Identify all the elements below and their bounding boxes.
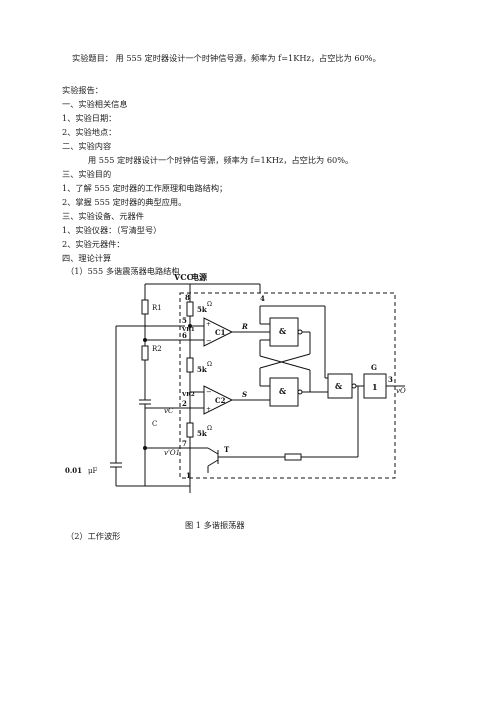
section-4-item-2: 2、实验元器件： [62, 239, 125, 249]
section-5-sub-2: （2）工作波形 [66, 531, 121, 541]
svg-text:2: 2 [182, 399, 187, 408]
figure-caption: 图 1 多谐振荡器 [185, 520, 245, 530]
section-2-text: 用 555 定时器设计一个时钟信号源，频率为 f=1KHz，占空比为 60%。 [88, 155, 354, 165]
vo-label: vO [396, 387, 406, 395]
comparator-c2 [203, 385, 234, 415]
svg-text:8: 8 [185, 293, 190, 302]
svg-text:−: − [206, 337, 212, 345]
vr1-label: VR1 [181, 327, 195, 333]
chip-boundary [179, 292, 396, 479]
cap-value-label: 0.01 [65, 466, 82, 475]
svg-text:−: − [206, 388, 212, 396]
multivibrator-circuit-diagram: VCC 电源 R1 R2 C 0.01 μF 8 5k Ω 5k Ω 5k Ω … [65, 272, 406, 493]
section-3-heading: 三、实验目的 [62, 169, 112, 179]
resistor-5k-2-label: 5k [197, 365, 207, 374]
svg-text:5: 5 [182, 316, 187, 325]
resistor-r2 [141, 345, 149, 361]
svg-text:6: 6 [182, 331, 187, 340]
vr2-label: VR2 [181, 392, 195, 398]
cap-unit-label: μF [88, 467, 98, 475]
resistor-5k-1-label: 5k [197, 305, 207, 314]
resistor-5k-3-label: 5k [197, 429, 207, 438]
svg-text:+: + [206, 406, 211, 413]
section-4-heading: 三、实验设备、元器件 [62, 211, 144, 221]
t-label: T [224, 445, 230, 454]
section-1-item-2: 2、实验地点： [62, 127, 117, 137]
svg-text:&: & [279, 326, 287, 336]
vcc-label: VCC [173, 272, 193, 282]
experiment-title: 实验题目： 用 555 定时器设计一个时钟信号源，频率为 f=1KHz，占空比为… [72, 53, 381, 63]
section-1-item-1: 1、实验日期： [62, 113, 117, 123]
power-label: 电源 [191, 272, 207, 282]
c1-label: C1 [215, 328, 226, 337]
section-4-item-1: 1、实验仪器：（写清型号） [62, 225, 162, 235]
section-2-heading: 二、实验内容 [62, 141, 112, 151]
svg-text:&: & [335, 381, 343, 391]
svg-text:4: 4 [260, 294, 265, 303]
svg-text:Ω: Ω [207, 301, 212, 308]
svg-text:3: 3 [388, 375, 393, 384]
svg-text:&: & [279, 386, 287, 396]
r1-label: R1 [152, 304, 162, 312]
g-label: G [371, 363, 377, 372]
comparator-c1 [203, 317, 234, 347]
section-1-heading: 一、实验相关信息 [62, 99, 128, 109]
svg-text:Ω: Ω [207, 361, 212, 368]
r2-label: R2 [152, 345, 162, 353]
report-heading: 实验报告： [62, 85, 103, 95]
svg-text:7: 7 [182, 439, 187, 448]
svg-text:1: 1 [372, 382, 378, 392]
resistor-r1 [141, 299, 149, 315]
svg-text:+: + [206, 321, 211, 328]
section-5-heading: 四、理论计算 [62, 253, 112, 263]
svg-text:1: 1 [186, 471, 191, 480]
svg-text:Ω: Ω [207, 425, 212, 432]
c2-label: C2 [215, 396, 226, 405]
c-label: C [152, 420, 157, 428]
section-3-item-2: 2、掌握 555 定时器的典型应用。 [62, 197, 187, 207]
svg-text:S: S [242, 390, 247, 399]
section-5-sub-1: （1）555 多谐震荡器电路结构 [66, 266, 180, 276]
vo1-label: v'O1 [164, 449, 180, 457]
section-3-item-1: 1、了解 555 定时器的工作原理和电路结构； [62, 183, 228, 193]
vc-label: vC [164, 407, 174, 415]
svg-text:R: R [241, 322, 248, 331]
